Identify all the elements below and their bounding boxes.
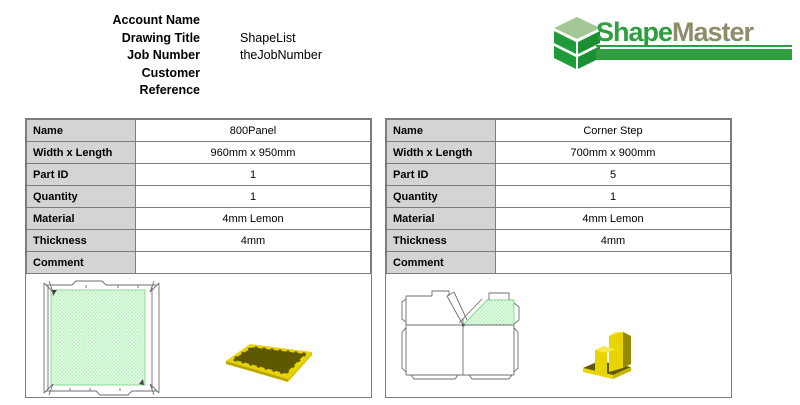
table-row: Comment [26,251,371,274]
meta-row-customer: Customer [0,65,322,83]
field-label-cell: Material [26,207,136,230]
reference-label: Reference [139,83,200,97]
field-label-cell: Part ID [26,163,136,186]
job-number-label: Job Number [127,48,200,62]
green-box-icon [554,17,600,69]
report-header: Account Name Drawing Title ShapeList Job … [0,12,322,100]
render-3d-corner-step [583,332,631,379]
field-value-cell: 700mm x 900mm [495,141,731,164]
field-value-cell: 4mm [495,229,731,252]
logo-green-bar [596,49,792,60]
field-label-cell: Width x Length [386,141,496,164]
meta-row-job-number: Job Number theJobNumber [0,47,322,65]
field-label-cell: Width x Length [26,141,136,164]
field-value-cell: 4mm Lemon [135,207,371,230]
job-number-value: theJobNumber [240,48,322,62]
logo-wordmark: ShapeMaster [596,19,792,47]
drawing-title-value: ShapeList [240,30,296,45]
field-value-cell: 1 [135,163,371,186]
field-label-cell: Name [386,119,496,142]
field-value-cell [135,251,371,274]
drawing-area-800panel [26,274,371,398]
logo-text-shape: Shape [596,17,673,47]
field-label-cell: Thickness [386,229,496,252]
customer-label: Customer [141,65,200,80]
render-3d-800panel [226,344,312,382]
field-label-cell: Part ID [386,163,496,186]
field-label-cell: Quantity [386,185,496,208]
meta-row-drawing-title: Drawing Title ShapeList [0,30,322,48]
field-label-cell: Comment [386,251,496,274]
logo-text-master: Master [672,17,754,47]
field-value-cell: 4mm [135,229,371,252]
field-value-cell: Corner Step [495,119,731,142]
field-label-cell: Comment [26,251,136,274]
field-value-cell: 5 [495,163,731,186]
field-value-cell: 4mm Lemon [495,207,731,230]
drawing-area-corner-step [386,274,731,398]
shapemaster-logo: ShapeMaster [552,13,792,71]
field-label-cell: Quantity [26,185,136,208]
field-label-cell: Thickness [26,229,136,252]
field-value-cell: 800Panel [135,119,371,142]
dieline-drawing-corner-step [401,290,520,380]
dieline-drawing-800panel [43,280,160,396]
logo-text-block: ShapeMaster [596,19,792,60]
field-value-cell: 1 [495,185,731,208]
field-value-cell: 960mm x 950mm [135,141,371,164]
field-label-cell: Material [386,207,496,230]
field-label-cell: Name [26,119,136,142]
meta-row-account-name: Account Name [0,12,322,30]
account-name-label: Account Name [112,13,200,27]
field-value-cell [495,251,731,274]
field-value-cell: 1 [135,185,371,208]
table-row: Comment [386,251,731,274]
meta-row-reference: Reference [0,82,322,100]
drawing-title-label: Drawing Title [121,30,200,45]
